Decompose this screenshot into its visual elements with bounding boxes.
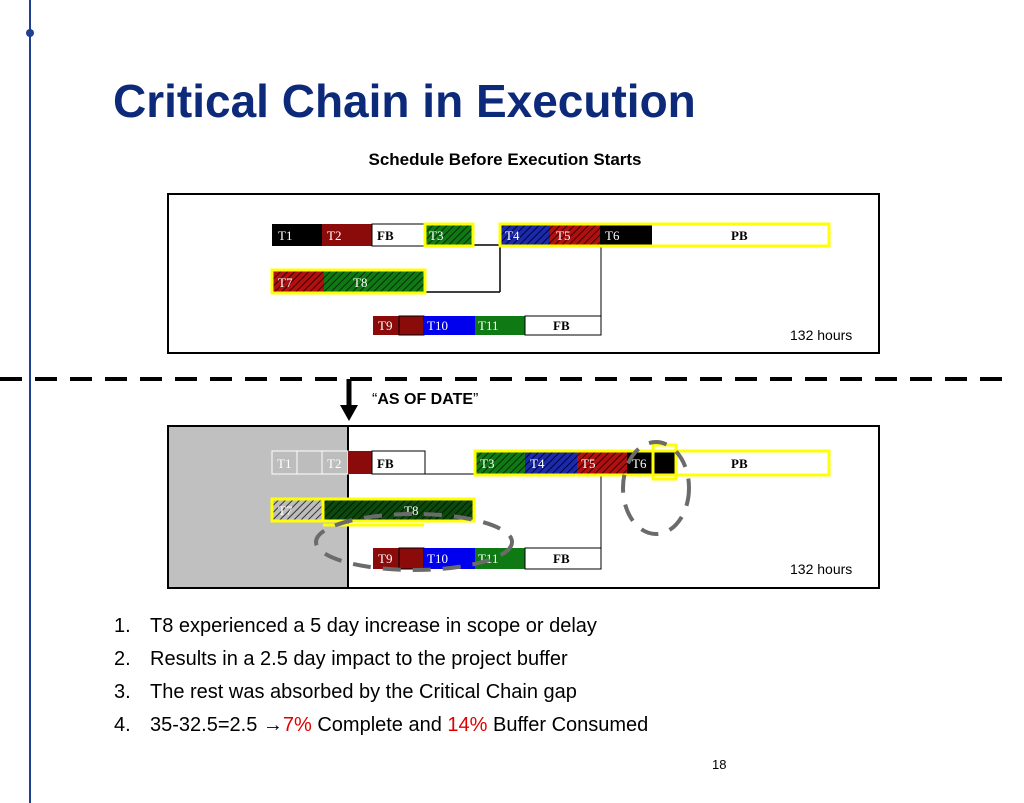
task-t9 [373,316,399,335]
label-t7: T7 [278,503,293,518]
label-t1: T1 [277,456,291,471]
gantt-diagrams: T1 T2 FB T3 T4 T5 T6 PB T7 T8 T9 T10 T11… [0,193,1010,589]
task-t10 [424,548,475,569]
feeding-buffer-2 [524,315,602,336]
label-t2: T2 [327,456,341,471]
task-t3 [475,452,525,474]
label-t9: T9 [378,551,392,566]
project-buffer [677,452,829,474]
task-t11 [475,548,525,569]
critical-chain-outline [498,222,831,248]
task-t8 [324,270,425,293]
task-t2-remaining [348,451,372,474]
top-schedule: T1 T2 FB T3 T4 T5 T6 PB T7 T8 T9 T10 T11… [167,193,880,354]
task-t9 [373,548,399,569]
label-t3: T3 [429,228,443,243]
label-t5: T5 [581,456,595,471]
bottom-schedule: T1 T2 FB T3 T4 T5 T6 PB T7 T8 T9 T10 T11… [167,425,880,589]
label-t5: T5 [556,228,570,243]
task-t2 [322,224,372,246]
label-t10: T10 [427,318,448,333]
label-t6: T6 [632,456,647,471]
task-t3 [423,222,475,248]
hours-label-bottom: 132 hours [790,561,852,577]
as-of-arrowhead [340,405,358,421]
project-buffer [652,224,829,246]
task-t6 [600,224,652,246]
as-of-date-label: “AS OF DATE” [372,391,479,408]
task-t11 [475,316,525,335]
label-pb: PB [731,456,748,471]
label-fb: FB [377,228,394,243]
feeding-chain-outline [270,268,427,295]
slide-title: Critical Chain in Execution [113,75,696,127]
t8-outline [321,497,476,523]
task-t5 [577,452,627,474]
task-t1 [272,224,322,246]
list-item: 2.Results in a 2.5 day impact to the pro… [114,648,568,670]
task-t1b [296,450,323,475]
task-t4 [525,452,577,474]
task-t5 [550,224,600,246]
label-t6: T6 [605,228,620,243]
label-t4: T4 [505,228,520,243]
label-t11: T11 [478,318,498,333]
label-t3: T3 [480,456,494,471]
task-t9b [398,547,425,570]
label-t8: T8 [353,275,367,290]
task-t4 [500,224,550,246]
feeding-buffer-2 [524,547,602,570]
label-fb: FB [377,456,394,471]
diagram-subtitle: Schedule Before Execution Starts [368,150,642,169]
page-number: 18 [712,757,727,772]
impact-highlight-buffer [621,440,691,536]
label-t9: T9 [378,318,392,333]
task-t10 [424,316,475,335]
left-rule [29,0,31,803]
hours-label-top: 132 hours [790,327,852,343]
bullet-dot [26,29,34,37]
label-t4: T4 [530,456,545,471]
arrow-icon: → [262,714,283,736]
list-item: 1.T8 experienced a 5 day increase in sco… [114,615,597,637]
list-item: 4.35-32.5=2.5 →7% Complete and 14% Buffe… [114,714,649,736]
feeding-buffer [371,450,426,475]
label-t10: T10 [427,551,448,566]
list-item: 3.The rest was absorbed by the Critical … [114,681,577,703]
label-pb: PB [731,228,748,243]
label-fb2: FB [553,551,570,566]
label-fb2: FB [553,318,570,333]
task-t7 [272,270,324,293]
findings-list: 1.T8 experienced a 5 day increase in sco… [114,615,648,747]
label-t1: T1 [278,228,292,243]
label-t7: T7 [278,275,293,290]
impact-highlight-t8 [314,512,514,572]
task-t8 [323,500,473,520]
label-t2: T2 [327,228,341,243]
task-t9b [398,315,425,336]
